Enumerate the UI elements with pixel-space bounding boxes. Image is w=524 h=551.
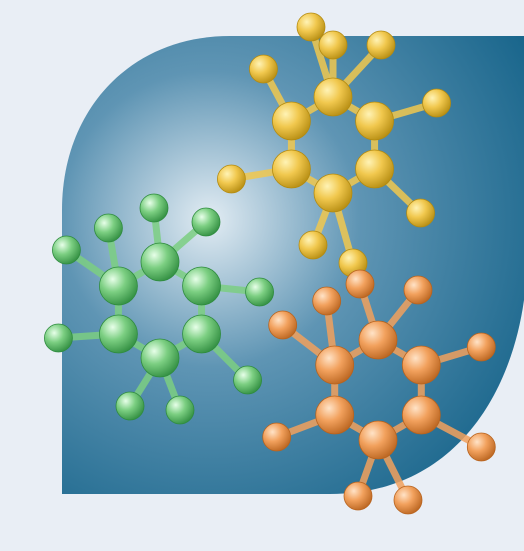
satellite-atom [245,277,274,307]
satellite-atom [298,230,328,260]
satellite-atom [52,235,81,265]
ring-atom [182,266,221,306]
satellite-atom [262,422,292,452]
ring-atom [140,242,180,282]
ring-atom [355,101,394,141]
satellite-atom [139,193,169,223]
satellite-atom [217,164,246,194]
ring-atom [401,395,441,435]
satellite-atom [165,395,195,425]
ring-atom [99,314,138,354]
satellite-atom [94,213,123,243]
orange-molecule [262,269,496,515]
ring-atom [272,101,311,141]
ring-atom [401,345,441,385]
yellow-molecule [217,12,451,278]
satellite-atom [406,198,435,228]
ring-atom [313,173,353,213]
green-molecule [44,193,274,425]
ring-atom [272,149,311,189]
ring-atom [358,320,398,360]
satellite-atom [366,30,396,60]
satellite-atom [268,310,298,340]
ring-atom [355,149,394,189]
satellite-atom [44,323,73,353]
satellite-atom [249,54,278,84]
ring-atom [358,420,398,460]
ring-atom [99,266,138,306]
satellite-atom [466,332,496,362]
satellite-atom [393,485,423,515]
satellite-atom [403,275,433,305]
ring-atom [313,77,353,117]
satellite-atom [312,286,342,316]
satellite-atom [422,88,451,118]
ring-atom [315,345,355,385]
satellite-atom [233,365,262,395]
ring-atom [140,338,180,378]
satellite-atom [343,481,373,511]
satellite-atom [191,207,221,237]
satellite-atom [115,391,145,421]
satellite-atom [345,269,375,299]
satellite-atom [318,30,348,60]
satellite-atom [296,12,326,42]
ring-atom [182,314,221,354]
satellite-atom [466,432,496,462]
molecules-group [44,12,496,515]
ring-atom [315,395,355,435]
